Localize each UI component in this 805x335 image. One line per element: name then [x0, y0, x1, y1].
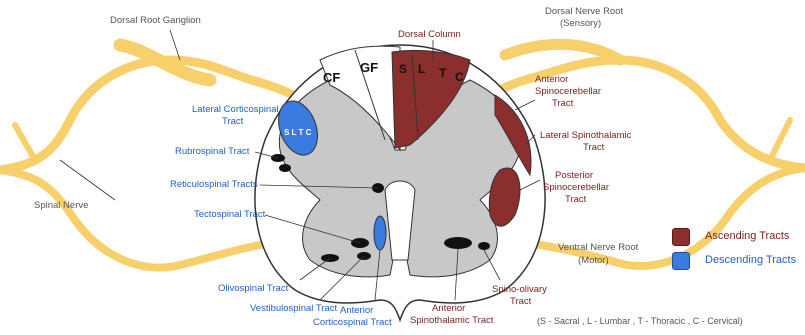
seg-c: C	[455, 70, 464, 84]
label-tectospinal: Tectospinal Tract	[194, 209, 265, 220]
legend-descending-swatch	[672, 252, 690, 270]
anterior-corticospinal-tract	[374, 216, 386, 250]
label-ventral-nerve-root: Ventral Nerve Root	[558, 242, 638, 253]
label-dorsal-column: Dorsal Column	[398, 29, 461, 40]
legend-ascending-swatch	[672, 228, 690, 246]
label-vestibulospinal: Vestibulospinal Tract	[250, 303, 337, 314]
label-posterior-spinocerebellar-2: Spinocerebellar	[543, 182, 609, 193]
label-reticulospinal: Reticulospinal Tracts	[170, 179, 258, 190]
label-spino-olivary-1: Spino-olivary	[492, 284, 547, 295]
seg-s: S	[399, 62, 407, 76]
label-anterior-corticospinal-1: Anterior	[340, 305, 373, 316]
spino-olivary-dot	[478, 242, 490, 250]
label-lateral-spinothalamic-1: Lateral Spinothalamic	[540, 130, 631, 141]
label-anterior-spinocerebellar-2: Spinocerebellar	[535, 86, 601, 97]
label-anterior-corticospinal-2: Corticospinal Tract	[313, 317, 392, 328]
label-anterior-spinothalamic-1: Anterior	[432, 303, 465, 314]
label-posterior-spinocerebellar-3: Tract	[565, 194, 586, 205]
seg-l: L	[418, 62, 425, 76]
tag-cf: CF	[323, 70, 340, 85]
label-anterior-spinocerebellar-1: Anterior	[535, 74, 568, 85]
label-anterior-spinocerebellar-3: Tract	[552, 98, 573, 109]
tag-gf: GF	[360, 60, 378, 75]
label-dorsal-nerve-root: Dorsal Nerve Root	[545, 6, 623, 17]
label-rubrospinal: Rubrospinal Tract	[175, 146, 249, 157]
label-dorsal-nerve-root-sub: (Sensory)	[560, 18, 601, 29]
seg-t: T	[439, 66, 446, 80]
tag-slt-c: S L T C	[284, 128, 311, 137]
label-anterior-spinothalamic-2: Spinothalamic Tract	[410, 315, 493, 326]
label-posterior-spinocerebellar-1: Posterior	[555, 170, 593, 181]
label-spino-olivary-2: Tract	[510, 296, 531, 307]
footnote: (S - Sacral , L - Lumbar , T - Thoracic …	[537, 316, 743, 326]
label-lateral-corticospinal-2: Tract	[222, 116, 243, 127]
label-lateral-corticospinal-1: Lateral Corticospinal	[192, 104, 279, 115]
label-lateral-spinothalamic-2: Tract	[583, 142, 604, 153]
rubrospinal-dot-2	[279, 164, 291, 172]
legend-descending-label: Descending Tracts	[705, 254, 796, 266]
anterior-spinothalamic-dot	[444, 237, 472, 249]
legend-ascending-label: Ascending Tracts	[705, 230, 789, 242]
label-dorsal-root-ganglion: Dorsal Root Ganglion	[110, 15, 201, 26]
label-olivospinal: Olivospinal Tract	[218, 283, 288, 294]
label-spinal-nerve: Spinal Nerve	[34, 200, 88, 211]
label-ventral-nerve-root-sub: (Motor)	[578, 255, 609, 266]
